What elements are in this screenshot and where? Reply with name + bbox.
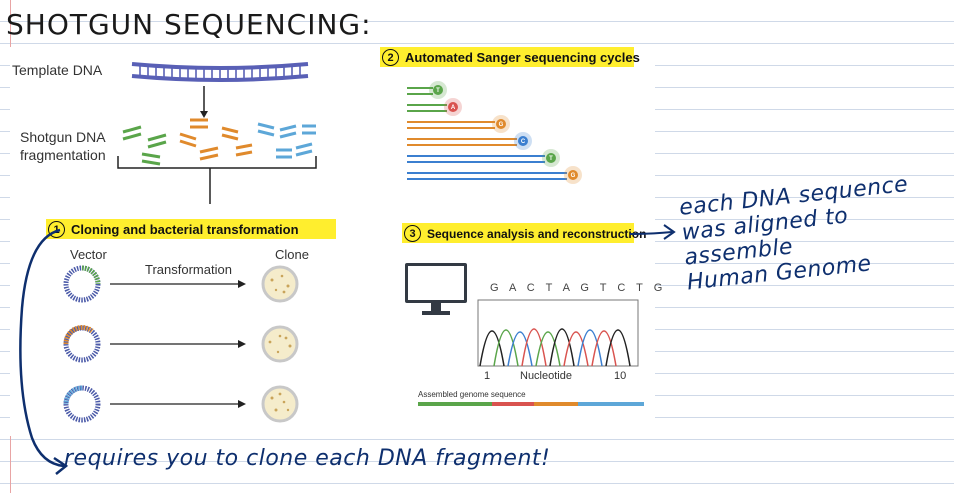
note-clone: requires you to clone each DNA fragment! (64, 446, 551, 471)
step1-title: Cloning and bacterial transformation (71, 222, 299, 237)
template-dna-label: Template DNA (12, 62, 103, 78)
base-2: A (451, 105, 456, 111)
down-arrow (200, 86, 208, 118)
template-dna-strand (131, 62, 309, 82)
sanger-fragments: T A G C T G (407, 81, 582, 184)
vector-plasmid-row-2 (63, 325, 299, 363)
clone-label: Clone (275, 247, 309, 262)
base-1: T (436, 88, 440, 94)
step3-title: Sequence analysis and reconstruction (427, 226, 647, 241)
base-5: T (549, 156, 553, 162)
chromatogram (477, 299, 639, 367)
step1-highlight (46, 219, 336, 239)
fragmentation-label-line2: fragmentation (20, 147, 106, 163)
dna-fragments (117, 118, 317, 204)
cloning-diagram (63, 265, 299, 423)
vector-plasmid-row-1 (63, 265, 299, 303)
step3-number: 3 (404, 225, 421, 242)
vector-label: Vector (70, 247, 107, 262)
axis-end-label: 10 (614, 370, 627, 382)
base-6: G (571, 173, 576, 179)
step1-heading: 1 Cloning and bacterial transformation (48, 221, 299, 238)
axis-start-label: 1 (484, 370, 491, 382)
base-4: C (521, 139, 526, 145)
step2-title: Automated Sanger sequencing cycles (405, 50, 640, 65)
monitor-icon (405, 263, 467, 315)
fragmentation-label-line1: Shotgun DNA (20, 129, 106, 145)
hand-arrow-right (629, 224, 676, 240)
step3-highlight (402, 223, 634, 243)
base-3: G (499, 122, 504, 128)
fragmentation-label: Shotgun DNA fragmentation (20, 128, 106, 164)
transformation-label: Transformation (145, 262, 232, 277)
hand-bracket-arrow (19, 228, 69, 475)
step2-highlight (380, 47, 634, 67)
page-title: SHOTGUN SEQUENCING: (6, 8, 372, 41)
assembled-genome-label: Assembled genome sequence (418, 390, 526, 399)
vector-plasmid-row-3 (63, 385, 299, 423)
step1-number: 1 (48, 221, 65, 238)
sequence-letters: G A C T A G T C T G (490, 282, 667, 294)
axis-title-label: Nucleotide (520, 370, 572, 382)
step2-number: 2 (382, 49, 399, 66)
assembled-genome-bar (418, 402, 644, 406)
step2-heading: 2 Automated Sanger sequencing cycles (382, 49, 640, 66)
step3-heading: 3 Sequence analysis and reconstruction (404, 225, 646, 242)
